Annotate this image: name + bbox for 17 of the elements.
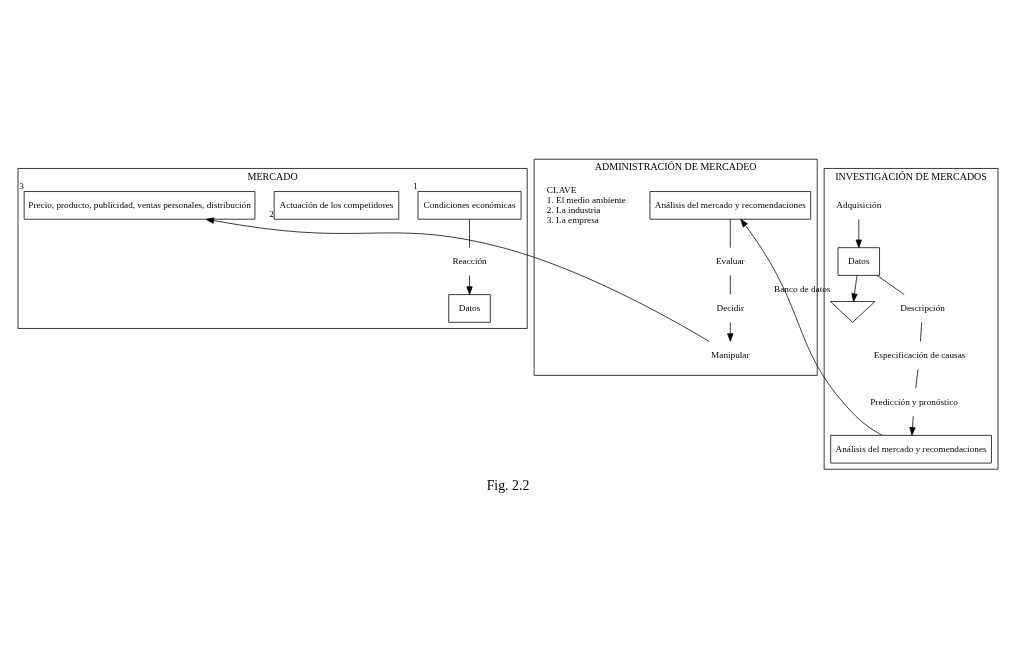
node-text: Adquisición <box>836 199 882 210</box>
node-text: Decidir <box>716 302 745 313</box>
node-text: Especificación de causas <box>873 349 966 360</box>
node-text: Predicción y pronóstico <box>870 396 958 407</box>
node-text: Descripción <box>900 302 945 313</box>
node-label: 3 <box>19 180 24 191</box>
node-text: Manipular <box>711 349 750 360</box>
node-label: Banco de datos <box>774 284 831 294</box>
node-label: 1 <box>413 180 418 191</box>
label: 2. La industria <box>546 204 601 215</box>
caption: Fig. 2.2 <box>486 477 530 493</box>
label: 3. La empresa <box>546 214 599 225</box>
node-text: Evaluar <box>715 255 745 266</box>
node-label: 2 <box>269 208 274 219</box>
label: CLAVE <box>546 184 577 195</box>
label: 1. El medio ambiente <box>546 194 626 205</box>
node-text: Reacción <box>452 255 487 266</box>
